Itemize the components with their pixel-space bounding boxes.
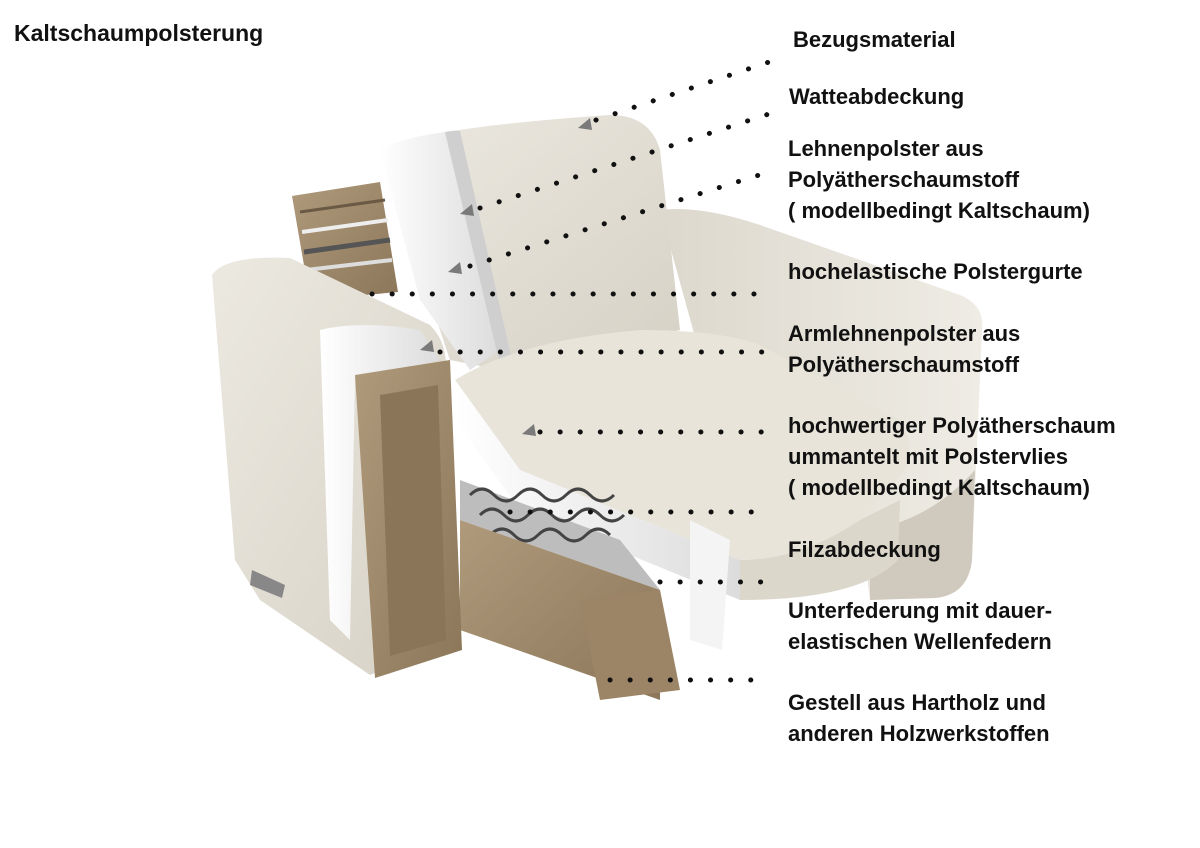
backrest [380, 115, 680, 370]
rear-frame [292, 182, 398, 300]
diagram-title: Kaltschaumpolsterung [14, 20, 264, 46]
seat-cushion [455, 330, 909, 650]
leader-bezugsmaterial [593, 57, 778, 123]
left-armrest [212, 257, 462, 678]
label-lehnenpolster: Lehnenpolster aus Polyätherschaumstoff (… [788, 136, 1090, 223]
label-armlehnenpolster: Armlehnenpolster aus Polyätherschaumstof… [788, 321, 1021, 377]
label-unterfederung: Unterfederung mit dauer- elastischen Wel… [788, 598, 1053, 654]
label-watteabdeckung: Watteabdeckung [789, 84, 965, 109]
leader-lines [369, 57, 778, 683]
leader-lehnenpolster [467, 167, 778, 269]
label-filzabdeckung: Filzabdeckung [788, 537, 941, 562]
pointer-markers [420, 118, 592, 436]
spring-base [460, 480, 680, 700]
label-gestell: Gestell aus Hartholz und anderen Holzwer… [788, 690, 1050, 746]
label-polstergurte: hochelastische Polstergurte [788, 259, 1083, 284]
label-bezugsmaterial: Bezugsmaterial [793, 27, 956, 52]
label-polyaetherschaum: hochwertiger Polyätherschaum ummantelt m… [788, 413, 1116, 500]
